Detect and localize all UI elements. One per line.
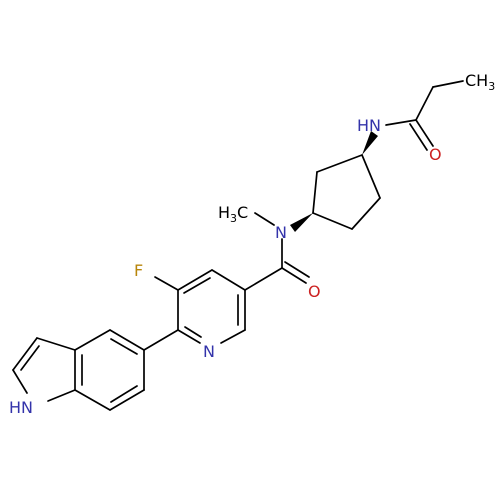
bond-py-c4-c5-inner (183, 277, 211, 294)
bond-py-c4-c5 (177, 269, 213, 291)
bond-ind-b4 (74, 389, 111, 411)
label-oxygen-mid: O (308, 282, 321, 301)
bond-ind-p3 (12, 369, 28, 394)
wedge-nh-stereo (362, 131, 378, 155)
atom-labels: CH3 HN O H3C N O F N HN (9, 71, 495, 417)
bond-ind-p2-inner (20, 345, 40, 371)
label-n-methyl: H3C (218, 203, 248, 225)
bond-ring-c1-c5 (312, 212, 353, 230)
bond-ethyl (432, 80, 464, 88)
bond-ind-p2 (12, 337, 38, 371)
label-fluorine: F (134, 261, 143, 280)
bond-ring-c3-c2 (361, 154, 381, 199)
bond-py-n-c2 (220, 329, 246, 344)
bond-biaryl (143, 329, 179, 351)
wedge-n-stereo (290, 213, 313, 232)
bond-ind-b1 (109, 329, 145, 351)
bond-py-c3-c4 (211, 269, 246, 291)
bond-ind-b1-inner (110, 338, 138, 355)
bond-ind-p4 (47, 389, 76, 402)
bond-carbonyl-pyridine (244, 267, 283, 291)
bond-co-mid-1 (281, 267, 307, 284)
bond-ind-p1 (36, 337, 76, 351)
bond-ind-b2 (74, 329, 111, 351)
label-oxygen-top: O (429, 145, 442, 164)
bond-ind-b5 (109, 389, 145, 411)
label-propyl-methyl: CH3 (465, 71, 495, 93)
bond-ring-c5-c4 (312, 171, 318, 214)
bond-ring-c4-c3 (316, 154, 363, 173)
bond-ring-c2-c1 (351, 197, 381, 230)
bond-nmethyl (254, 212, 275, 226)
bond-co-mid-2 (284, 261, 310, 278)
bond-carbonyl-nh (385, 119, 417, 126)
bond-co-top-1 (415, 119, 434, 147)
bond-py-c6-n (177, 329, 201, 344)
bond-co-top-2 (409, 123, 428, 151)
bond-ethyl-carbonyl (415, 86, 434, 121)
stereo-wedges (290, 131, 378, 232)
bond-py-c6-n-inner (184, 326, 202, 338)
label-amide-n: N (275, 223, 287, 242)
label-amide-nh: HN (357, 116, 381, 135)
bond-c-f (154, 276, 179, 291)
label-pyridine-n: N (203, 342, 215, 361)
label-indole-nh: HN (9, 398, 33, 417)
bonds (12, 80, 464, 411)
bond-ind-b5-inner (110, 385, 138, 403)
